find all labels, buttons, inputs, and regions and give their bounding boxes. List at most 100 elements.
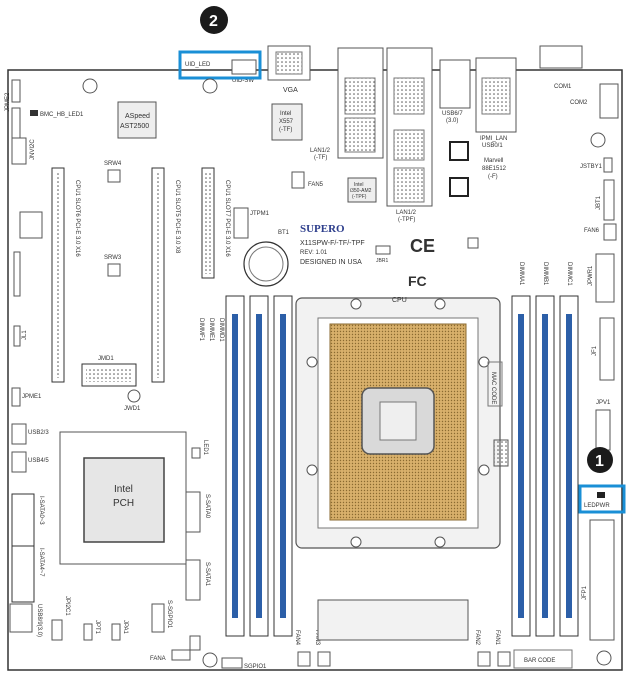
jbt1-header	[603, 179, 615, 221]
jpt1-header	[83, 623, 93, 641]
mount-hole	[202, 78, 218, 94]
led1-label: LED1	[202, 440, 208, 456]
cpu1-slot6-label: CPU1 SLOT6 PCI-E 3.0 X16	[74, 180, 80, 257]
marvell-chip-2	[449, 177, 469, 197]
jbr1-label: JBR1	[376, 258, 388, 264]
mount-hole	[596, 650, 612, 666]
jpa1-header	[111, 623, 121, 641]
callout-1-highlight	[578, 484, 626, 514]
ssata0-connector	[185, 491, 201, 533]
dimmd1-label: DIMMD1	[218, 318, 224, 342]
jpme2-header	[11, 79, 21, 103]
fana-header	[171, 649, 191, 661]
ssata1-label: S-SATA0	[204, 494, 210, 519]
fan5-label: FAN5	[308, 182, 324, 188]
led1	[191, 447, 201, 459]
intel-x557-label-2: X557	[279, 119, 294, 125]
jpv1-label: JPV1	[596, 400, 611, 406]
dimm-bank-left	[225, 295, 293, 637]
ssata2-label: S-SATA1	[204, 562, 210, 587]
bar-code-sticker	[513, 649, 573, 669]
ledpwr-led	[597, 492, 605, 498]
jpme1-label: JPME1	[22, 394, 42, 400]
isata-0-3-label: I-SATA0~3	[38, 496, 44, 525]
cpu-socket	[295, 297, 501, 549]
fan3-label: FAN3	[314, 630, 320, 646]
uid-sw-label: UID-SW	[232, 78, 254, 84]
marvell-chip-1	[449, 141, 469, 161]
usb23-label: USB2/3	[28, 430, 49, 436]
isata-0-3-connector	[11, 493, 35, 551]
s-sgpio1-label: S-SGPIO1	[166, 600, 172, 629]
com2-header	[599, 83, 619, 119]
jmd1-label: JMD1	[98, 356, 114, 362]
fana-label: FANA	[150, 656, 166, 662]
fan1-label: FAN1	[494, 630, 500, 646]
lan12-tpf-label-1: LAN1/2	[396, 210, 417, 216]
intel-x557-label-3: (-TF)	[279, 127, 292, 133]
jp-small-header	[467, 237, 479, 249]
fan2-label: FAN2	[474, 630, 480, 646]
jpwr1-label: JPWR1	[588, 265, 594, 286]
mount-hole	[202, 652, 218, 668]
usb89-header	[9, 603, 33, 633]
callout-2-highlight	[178, 50, 262, 80]
fcc-mark: FC	[408, 273, 427, 289]
intel-x557-label-1: Intel	[280, 111, 291, 117]
com1-label: COM1	[554, 84, 572, 90]
marvell-label-3: (-F)	[488, 174, 498, 180]
jpi2c1-header	[51, 619, 63, 641]
usb67-sub-label: (3.0)	[446, 118, 458, 124]
isata-4-7-connector	[11, 545, 35, 603]
cpu1-slot7-label: CPU1 SLOT7 PCI-E 3.0 X16	[224, 180, 230, 257]
fan4-label: FAN4	[294, 630, 300, 646]
jpi2c1-label: JPI2C1	[64, 596, 70, 616]
bottom-slot	[317, 599, 469, 641]
jbt1-label: JBT1	[596, 195, 602, 210]
sgpio1-label: SGPIO1	[244, 664, 267, 670]
jpt1-label: JPT1	[94, 620, 100, 635]
intel-pch-label-1: Intel	[114, 484, 133, 495]
callout-2-badge	[200, 6, 228, 34]
dimm-bank-right	[511, 295, 579, 637]
isata-4-7-label: I-SATA4~7	[38, 548, 44, 577]
sgpio1-header	[221, 657, 243, 669]
com1-port	[539, 45, 583, 69]
usb23-header	[11, 423, 27, 445]
mount-hole	[590, 132, 606, 148]
header-block	[11, 137, 27, 165]
fan6-header	[603, 223, 617, 241]
callout-1-badge	[587, 447, 613, 473]
bar-code-label: BAR CODE	[524, 658, 555, 664]
intel-pch-label-2: PCH	[113, 498, 134, 509]
jl1-label: JL1	[22, 330, 28, 340]
marvell-label-1: Marvell	[484, 158, 503, 164]
aspeed-label-2: AST2500	[120, 123, 149, 130]
jnvi2c-label: JNVI2C	[30, 139, 36, 160]
dimmc1-label: DIMMC1	[566, 262, 572, 286]
jf1-header	[599, 317, 615, 381]
jpme1-header	[11, 387, 21, 407]
lan12-tf-label-2: (-TF)	[314, 155, 327, 161]
jpwr1-connector	[595, 253, 615, 303]
fan6-label: FAN6	[584, 228, 600, 234]
intel-x557-chip	[271, 103, 303, 141]
ce-mark: CE	[410, 236, 435, 256]
jtpm1-label: JTPM1	[250, 211, 270, 217]
lan12-tpf-label-2: (-TPF)	[398, 217, 415, 223]
callout-2-number: 2	[209, 13, 218, 30]
ipmi-lan-label: IPMI_LAN	[480, 136, 507, 142]
aspeed-bmc-chip	[117, 101, 157, 139]
intel-i350-label-3: (-TPF)	[352, 194, 367, 200]
mount-hole	[127, 389, 141, 403]
dimmb1-label: DIMMB1	[542, 262, 548, 286]
intel-i350-chip	[347, 177, 377, 203]
uid-switch	[231, 59, 257, 75]
usb45-label: USB4/5	[28, 458, 49, 464]
jwd1-label: JWD1	[124, 406, 141, 412]
atx-power-connector	[589, 519, 615, 641]
jbr1-header	[375, 245, 391, 255]
srw4-label: SRW4	[104, 161, 122, 167]
jsd-strip	[493, 439, 509, 467]
